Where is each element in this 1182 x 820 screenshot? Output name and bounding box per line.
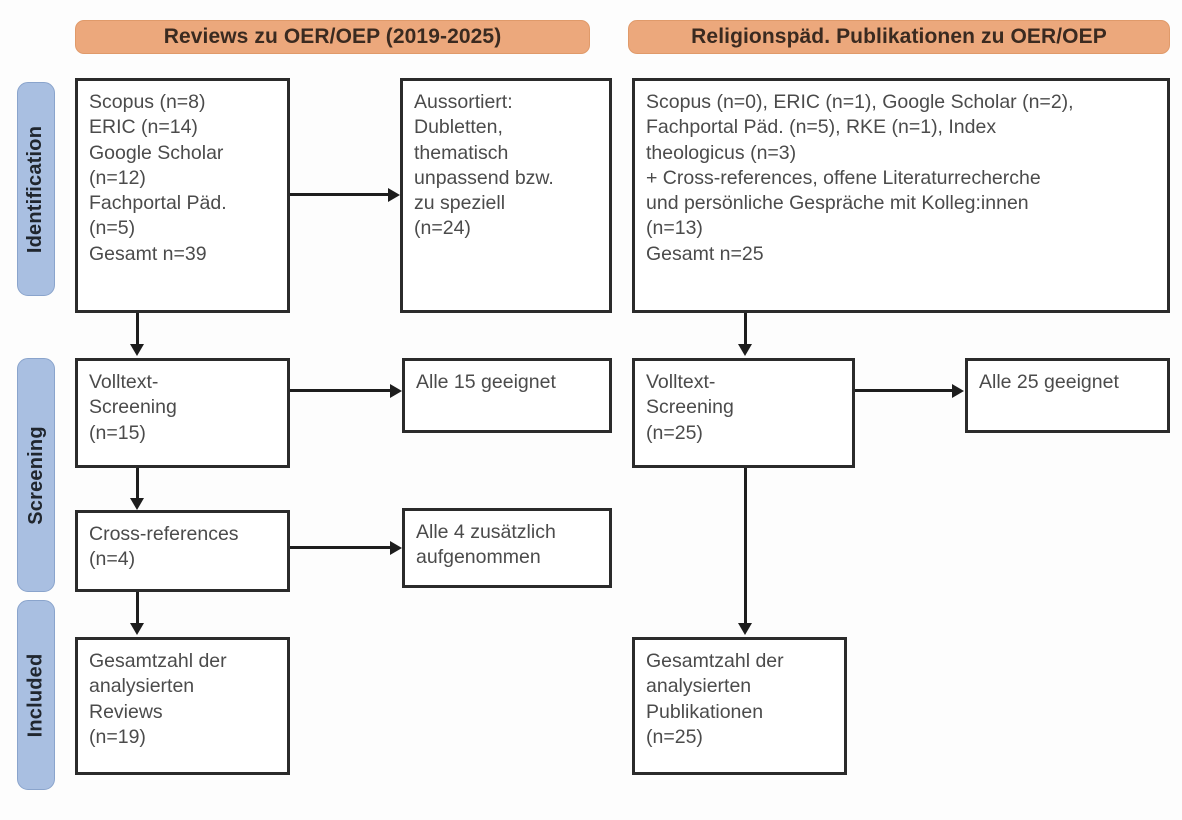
box-left-screening-result: Alle 15 geeignet bbox=[402, 358, 612, 433]
connector-left-screening-to-crossref bbox=[136, 468, 139, 500]
box-line: theologicus (n=3) bbox=[646, 141, 797, 164]
arrowhead-left-ident-to-excluded bbox=[388, 188, 400, 202]
box-line: Screening bbox=[89, 396, 177, 419]
box-left-crossreferences: Cross-references (n=4) bbox=[75, 510, 290, 592]
box-line: Screening bbox=[646, 396, 734, 419]
connector-left-crossref-to-result bbox=[290, 546, 392, 549]
box-line: Gesamtzahl der bbox=[89, 650, 227, 672]
stage-label-identification: Identification bbox=[24, 125, 47, 253]
box-line: Alle 25 geeignet bbox=[979, 371, 1119, 393]
box-line: (n=15) bbox=[89, 421, 146, 444]
arrowhead-left-screening-to-crossref bbox=[130, 498, 144, 510]
box-right-identification: Scopus (n=0), ERIC (n=1), Google Scholar… bbox=[632, 78, 1170, 313]
connector-right-screening-to-included bbox=[744, 468, 747, 625]
connector-left-ident-to-excluded bbox=[290, 193, 390, 196]
stage-label-screening: Screening bbox=[24, 425, 47, 525]
box-line: Google Scholar bbox=[89, 141, 224, 164]
box-line: und persönliche Gespräche mit Kolleg:inn… bbox=[646, 192, 1029, 214]
box-line: Scopus (n=0), ERIC (n=1), Google Scholar… bbox=[646, 91, 1074, 113]
box-line: Fachportal Päd. (n=5), RKE (n=1), Index bbox=[646, 116, 997, 139]
box-line: Alle 15 geeignet bbox=[416, 371, 556, 393]
arrowhead-left-ident-to-screening bbox=[130, 344, 144, 356]
box-right-screening: Volltext- Screening (n=25) bbox=[632, 358, 855, 468]
box-line: (n=24) bbox=[414, 217, 471, 240]
box-left-included: Gesamtzahl der analysierten Reviews (n=1… bbox=[75, 637, 290, 775]
connector-left-ident-to-screening bbox=[136, 313, 139, 346]
box-line: (n=13) bbox=[646, 217, 703, 240]
box-line: analysierten bbox=[89, 675, 195, 698]
stage-pill-screening: Screening bbox=[17, 358, 55, 592]
box-right-screening-result: Alle 25 geeignet bbox=[965, 358, 1170, 433]
box-line: Gesamtzahl der bbox=[646, 650, 784, 672]
box-left-excluded: Aussortiert: Dubletten, thematisch unpas… bbox=[400, 78, 612, 313]
box-line: Aussortiert: bbox=[414, 91, 513, 113]
box-left-screening: Volltext- Screening (n=15) bbox=[75, 358, 290, 468]
box-line: analysierten bbox=[646, 675, 752, 698]
box-line: (n=25) bbox=[646, 725, 703, 748]
stage-pill-identification: Identification bbox=[17, 82, 55, 296]
box-line: Volltext- bbox=[646, 371, 716, 393]
box-line: (n=12) bbox=[89, 166, 146, 189]
column-header-right: Religionspäd. Publikationen zu OER/OEP bbox=[628, 20, 1170, 54]
box-line: Gesamt n=39 bbox=[89, 242, 207, 265]
box-line: ERIC (n=14) bbox=[89, 116, 198, 139]
box-line: Publikationen bbox=[646, 700, 764, 723]
box-line: thematisch bbox=[414, 141, 509, 164]
box-line: (n=5) bbox=[89, 217, 136, 240]
box-line: aufgenommen bbox=[416, 546, 541, 569]
box-left-crossreferences-result: Alle 4 zusätzlich aufgenommen bbox=[402, 508, 612, 588]
box-line: Cross-references bbox=[89, 523, 239, 545]
box-line: + Cross-references, offene Literaturrech… bbox=[646, 166, 1041, 189]
connector-left-screening-to-result bbox=[290, 389, 392, 392]
arrowhead-right-screening-to-result bbox=[952, 384, 964, 398]
box-line: (n=4) bbox=[89, 548, 136, 571]
connector-right-screening-to-result bbox=[855, 389, 955, 392]
arrowhead-right-ident-to-screening bbox=[738, 344, 752, 356]
box-line: (n=19) bbox=[89, 725, 146, 748]
box-right-included: Gesamtzahl der analysierten Publikatione… bbox=[632, 637, 847, 775]
box-line: Reviews bbox=[89, 700, 163, 723]
arrowhead-left-screening-to-result bbox=[390, 384, 402, 398]
arrowhead-right-screening-to-included bbox=[738, 623, 752, 635]
box-line: zu speziell bbox=[414, 192, 506, 214]
box-line: Fachportal Päd. bbox=[89, 192, 227, 214]
box-line: Scopus (n=8) bbox=[89, 91, 206, 113]
connector-right-ident-to-screening bbox=[744, 313, 747, 346]
box-line: (n=25) bbox=[646, 421, 703, 444]
box-line: unpassend bzw. bbox=[414, 166, 554, 189]
stage-label-included: Included bbox=[24, 653, 47, 737]
box-line: Alle 4 zusätzlich bbox=[416, 521, 556, 543]
stage-pill-included: Included bbox=[17, 600, 55, 790]
column-header-left: Reviews zu OER/OEP (2019-2025) bbox=[75, 20, 590, 54]
connector-left-crossref-to-included bbox=[136, 592, 139, 625]
box-line: Gesamt n=25 bbox=[646, 242, 764, 265]
box-line: Volltext- bbox=[89, 371, 159, 393]
arrowhead-left-crossref-to-included bbox=[130, 623, 144, 635]
box-left-identification: Scopus (n=8) ERIC (n=14) Google Scholar … bbox=[75, 78, 290, 313]
box-line: Dubletten, bbox=[414, 116, 503, 139]
arrowhead-left-crossref-to-result bbox=[390, 541, 402, 555]
